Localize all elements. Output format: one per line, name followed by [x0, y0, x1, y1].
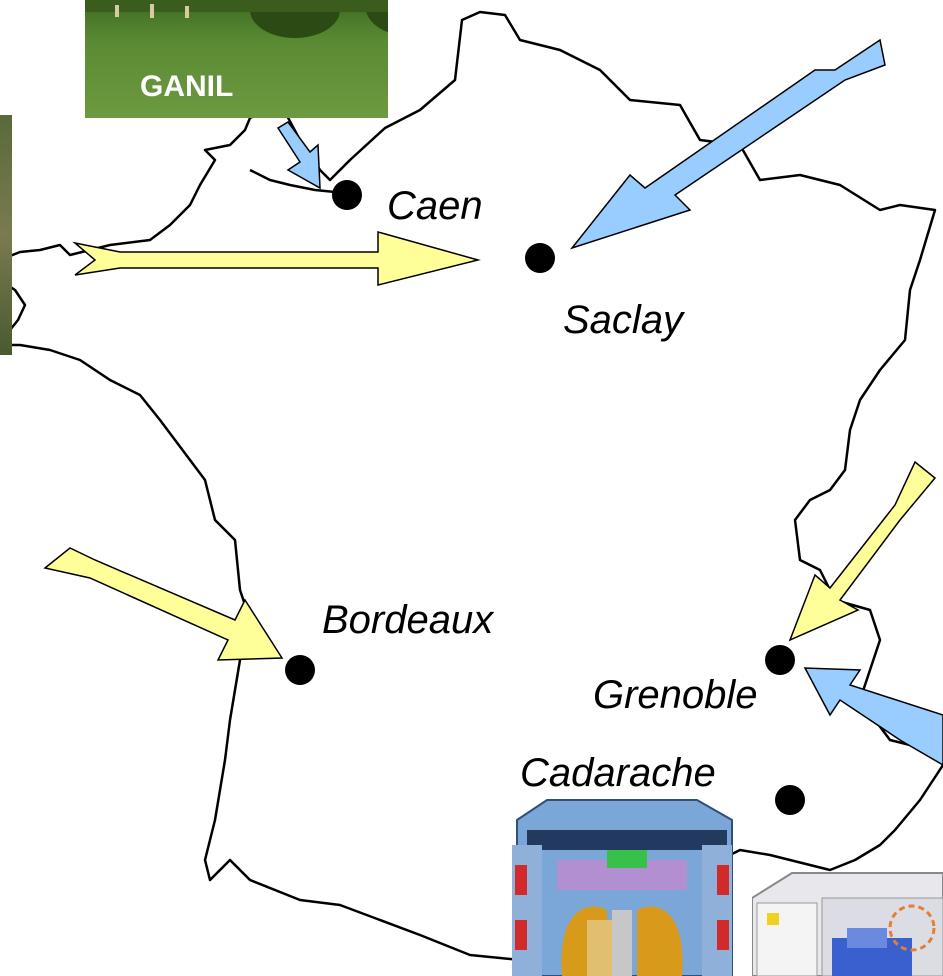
brittany-coast [0, 117, 252, 262]
left-photo-strip [0, 115, 12, 355]
blue-arrow-caen [276, 121, 321, 190]
ganil-photo: GANIL [85, 0, 388, 118]
ganil-caption: GANIL [140, 70, 234, 103]
blue-arrow-saclay [569, 38, 886, 250]
tree-silhouettes [85, 0, 388, 38]
city-label-saclay: Saclay [563, 298, 684, 342]
city-label-cadarache: Cadarache [520, 751, 716, 795]
city-dot-caen [332, 180, 362, 210]
facility-cutaway-image [752, 868, 943, 976]
city-dot-grenoble [765, 645, 795, 675]
france-outline [0, 10, 943, 976]
city-label-bordeaux: Bordeaux [322, 598, 494, 642]
blue-arrow-grenoble [803, 667, 943, 766]
city-dot-cadarache [775, 785, 805, 815]
yellow-arrow-saclay [72, 231, 481, 286]
facility-drawing [752, 872, 943, 976]
tokamak-drawing [512, 799, 733, 976]
yellow-arrow-bordeaux [43, 547, 284, 661]
city-label-grenoble: Grenoble [593, 673, 758, 717]
normandy-coast [249, 168, 336, 194]
yellow-arrow-grenoble [788, 460, 937, 642]
tokamak-image [497, 790, 747, 976]
city-dot-saclay [525, 243, 555, 273]
city-dot-bordeaux [285, 655, 315, 685]
city-label-caen: Caen [387, 184, 483, 228]
